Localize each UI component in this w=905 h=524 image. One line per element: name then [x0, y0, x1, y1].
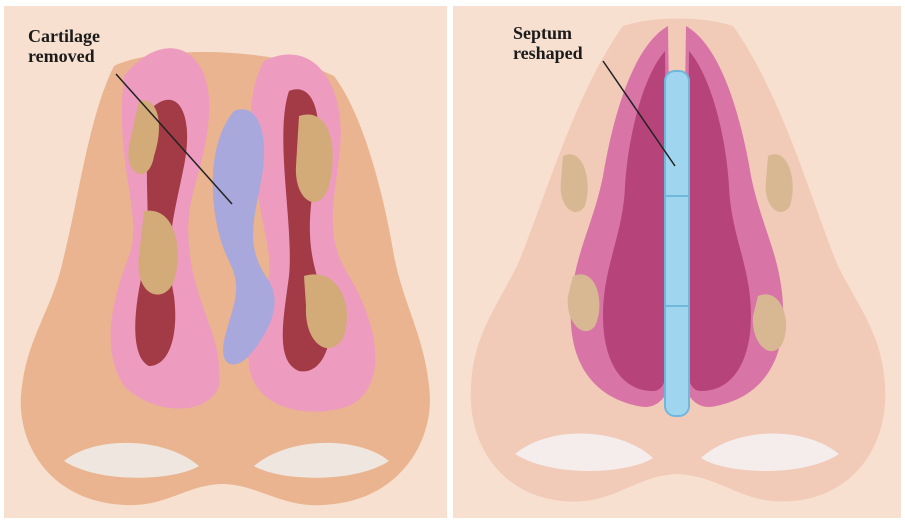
cartilage-removed-label: Cartilage removed: [28, 26, 100, 66]
cartilage-label-line2: removed: [28, 46, 95, 66]
nose-cross-section-after-illustration: [453, 6, 901, 518]
diagram-septum-reshaped: Septum reshaped: [453, 6, 901, 518]
nose-cross-section-before-illustration: [4, 6, 447, 518]
septum-label-line1: Septum: [513, 23, 572, 43]
diagram-cartilage-removed: Cartilage removed: [4, 6, 447, 518]
septum-reshaped-label: Septum reshaped: [513, 23, 583, 63]
cartilage-label-line1: Cartilage: [28, 26, 100, 46]
septum-label-line2: reshaped: [513, 43, 583, 63]
